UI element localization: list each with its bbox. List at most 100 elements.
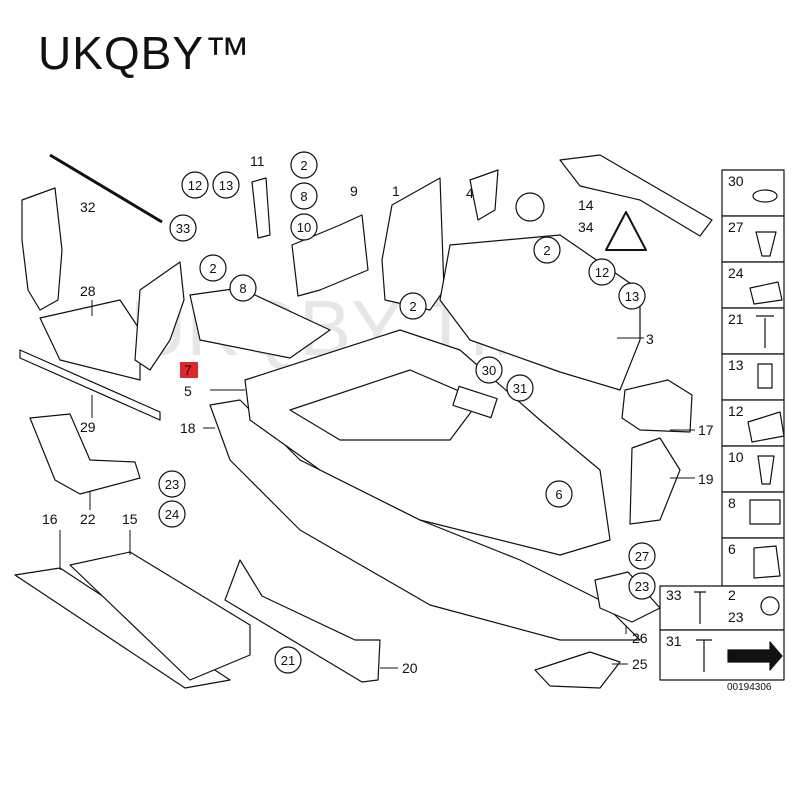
label-5: 5 [184,383,192,399]
label-2d: 2 [543,243,550,258]
label-9: 9 [350,183,358,199]
u-nut-icon [747,411,785,443]
highlight-7 [180,362,198,378]
bottom-label-23: 23 [728,609,744,625]
label-11: 11 [250,153,265,169]
column-label-12: 12 [728,403,744,419]
expansion-nut-icon [757,455,775,485]
part-34-warning-sign [605,211,647,251]
label-27a: 27 [635,549,649,564]
speed-nut-icon [749,281,783,305]
part-19-bracket [629,437,681,525]
parts-box-10 [721,445,785,493]
part-1-bracket [381,177,445,311]
part-22-deflector [29,413,141,495]
column-label-27: 27 [728,219,744,235]
part-15-panel [69,551,251,681]
drawing-code: 00194306 [727,682,772,693]
column-label-21: 21 [728,311,744,327]
column-label-8: 8 [728,495,736,511]
clip-nut-icon [755,231,777,257]
label-2b: 2 [209,261,216,276]
rivet-31-icon [696,639,712,672]
part-11-mount [251,177,271,239]
part-labels: 7 5 18 11 9 1 4 14 34 3 17 19 28 32 29 2… [42,153,714,676]
label-14: 14 [578,197,594,213]
part-25-flap [534,651,621,689]
screw-33-icon [694,591,706,624]
label-2a: 2 [300,158,307,173]
label-28: 28 [80,283,96,299]
label-17: 17 [698,422,714,438]
part-5-underbody [244,329,611,556]
brand-logo-text: UKQBY™ [38,27,252,79]
label-12a: 12 [188,178,202,193]
label-13b: 13 [625,289,639,304]
label-24a: 24 [165,507,179,522]
label-8b: 8 [239,281,246,296]
bottom-label-2: 2 [728,587,736,603]
washer-icon [752,189,778,203]
label-12b: 12 [595,265,609,280]
part-clip-icon [515,192,545,222]
part-4-clip [469,169,499,221]
front-arrow-icon [727,641,783,671]
label-18: 18 [180,420,196,436]
column-label-30: 30 [728,173,744,189]
bottom-label-31: 31 [666,633,682,649]
label-23a: 23 [165,477,179,492]
label-25: 25 [632,656,648,672]
label-8a: 8 [300,189,307,204]
circled-labels [158,151,656,674]
column-label-10: 10 [728,449,744,465]
part-5-detail [289,369,481,441]
label-22: 22 [80,511,96,527]
label-2c: 2 [409,299,416,314]
label-23b: 23 [635,579,649,594]
label-7: 7 [184,362,192,378]
label-1: 1 [392,183,400,199]
parts-column-labels: 30 27 24 21 13 12 10 8 6 33 2 23 31 [666,173,744,649]
label-33a: 33 [176,221,190,236]
clip-icon [749,499,781,525]
part-32-rod [49,153,163,224]
bolt-2-icon [760,596,780,616]
circled-label-text: 12 13 2 8 10 33 2 8 2 2 12 13 30 31 6 23… [165,158,649,668]
parts-box-13 [721,353,785,401]
label-21a: 21 [281,653,295,668]
label-6a: 6 [555,487,562,502]
grommet-icon [753,545,781,579]
label-4: 4 [466,185,474,201]
part-28-liner [21,187,63,311]
label-19: 19 [698,471,714,487]
column-label-6: 6 [728,541,736,557]
part-14-bracket [559,154,713,237]
part-9-bracket [291,214,369,297]
label-16: 16 [42,511,58,527]
label-10a: 10 [297,220,311,235]
bolt-icon [757,363,773,389]
part-30-opening [452,385,498,419]
part-18-bumper [209,399,641,641]
label-15: 15 [122,511,138,527]
label-29: 29 [80,419,96,435]
label-32: 32 [80,199,96,215]
part-26-corner [594,571,661,623]
leader-lines [59,300,695,669]
label-13a: 13 [219,178,233,193]
label-31a: 31 [513,381,527,396]
label-3: 3 [646,331,654,347]
bottom-label-33: 33 [666,587,682,603]
label-34: 34 [578,219,594,235]
label-30a: 30 [482,363,496,378]
part-17-bracket [621,379,693,433]
screw-icon [756,315,774,348]
part-28-bracket [134,261,185,371]
part-29-strip [19,349,161,421]
column-label-24: 24 [728,265,744,281]
label-26: 26 [632,630,648,646]
label-20: 20 [402,660,418,676]
column-label-13: 13 [728,357,744,373]
part-21-strut [224,559,381,683]
